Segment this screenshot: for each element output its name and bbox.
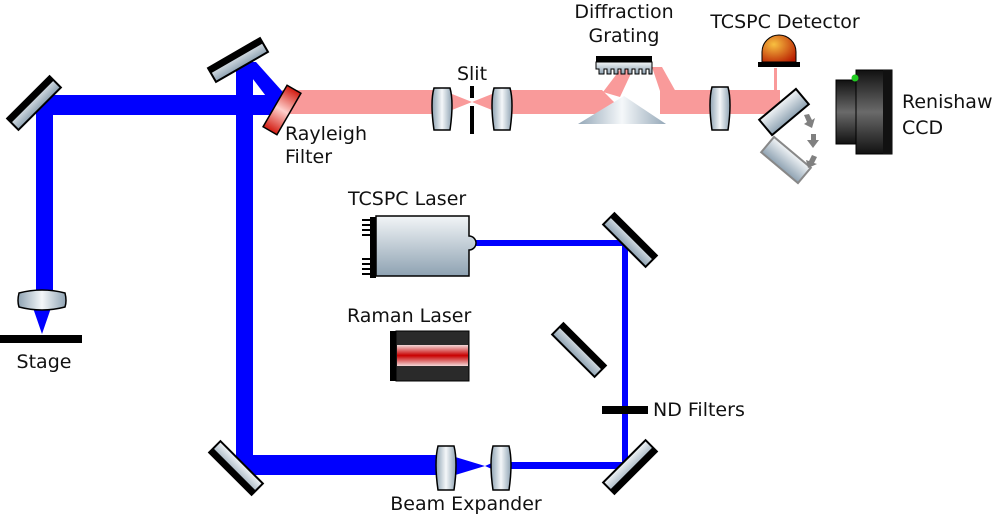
raman-laser	[390, 330, 470, 382]
renishaw-ccd	[835, 69, 893, 155]
mirror-top-right	[601, 211, 659, 269]
tcspc-detector	[758, 34, 800, 67]
flip-mirror-detection	[757, 87, 813, 185]
mirror-bottom-right	[601, 438, 659, 496]
label-tcspc-detector: TCSPC Detector	[709, 11, 860, 33]
raman-signal-beam	[282, 67, 782, 114]
prism	[578, 96, 666, 124]
flip-arrows-icon	[804, 114, 819, 168]
label-rayleigh-filter-1: Rayleigh	[285, 123, 367, 145]
sample-stage	[0, 335, 82, 343]
label-rayleigh-filter-2: Filter	[285, 146, 332, 168]
mirror-flip-raman	[550, 321, 608, 379]
lens-expander-left	[435, 445, 457, 491]
label-stage: Stage	[17, 351, 72, 373]
label-diffraction-grating-1: Diffraction	[574, 1, 673, 23]
label-nd-filters: ND Filters	[653, 399, 745, 421]
mirror-left-top	[5, 74, 63, 132]
mirror-bottom-left	[207, 439, 265, 497]
slit	[470, 86, 474, 134]
diffraction-grating	[595, 56, 653, 75]
label-tcspc-laser: TCSPC Laser	[347, 188, 466, 210]
nd-filter	[602, 406, 648, 414]
label-renishaw-ccd-1: Renishaw	[902, 91, 992, 113]
excitation-beam	[32, 60, 633, 476]
rayleigh-filter	[262, 84, 302, 136]
label-diffraction-grating-2: Grating	[588, 25, 659, 47]
mirror-top-inner	[206, 36, 270, 84]
lens-expander-right	[490, 445, 512, 491]
label-renishaw-ccd-2: CCD	[902, 117, 943, 139]
lens-slit-right	[491, 87, 513, 131]
objective-lens	[17, 289, 67, 311]
lens-detector	[709, 86, 731, 131]
tcspc-laser	[362, 215, 477, 278]
lens-slit-left	[431, 87, 453, 131]
label-beam-expander: Beam Expander	[390, 493, 542, 515]
label-slit: Slit	[457, 63, 487, 85]
label-raman-laser: Raman Laser	[347, 305, 471, 327]
